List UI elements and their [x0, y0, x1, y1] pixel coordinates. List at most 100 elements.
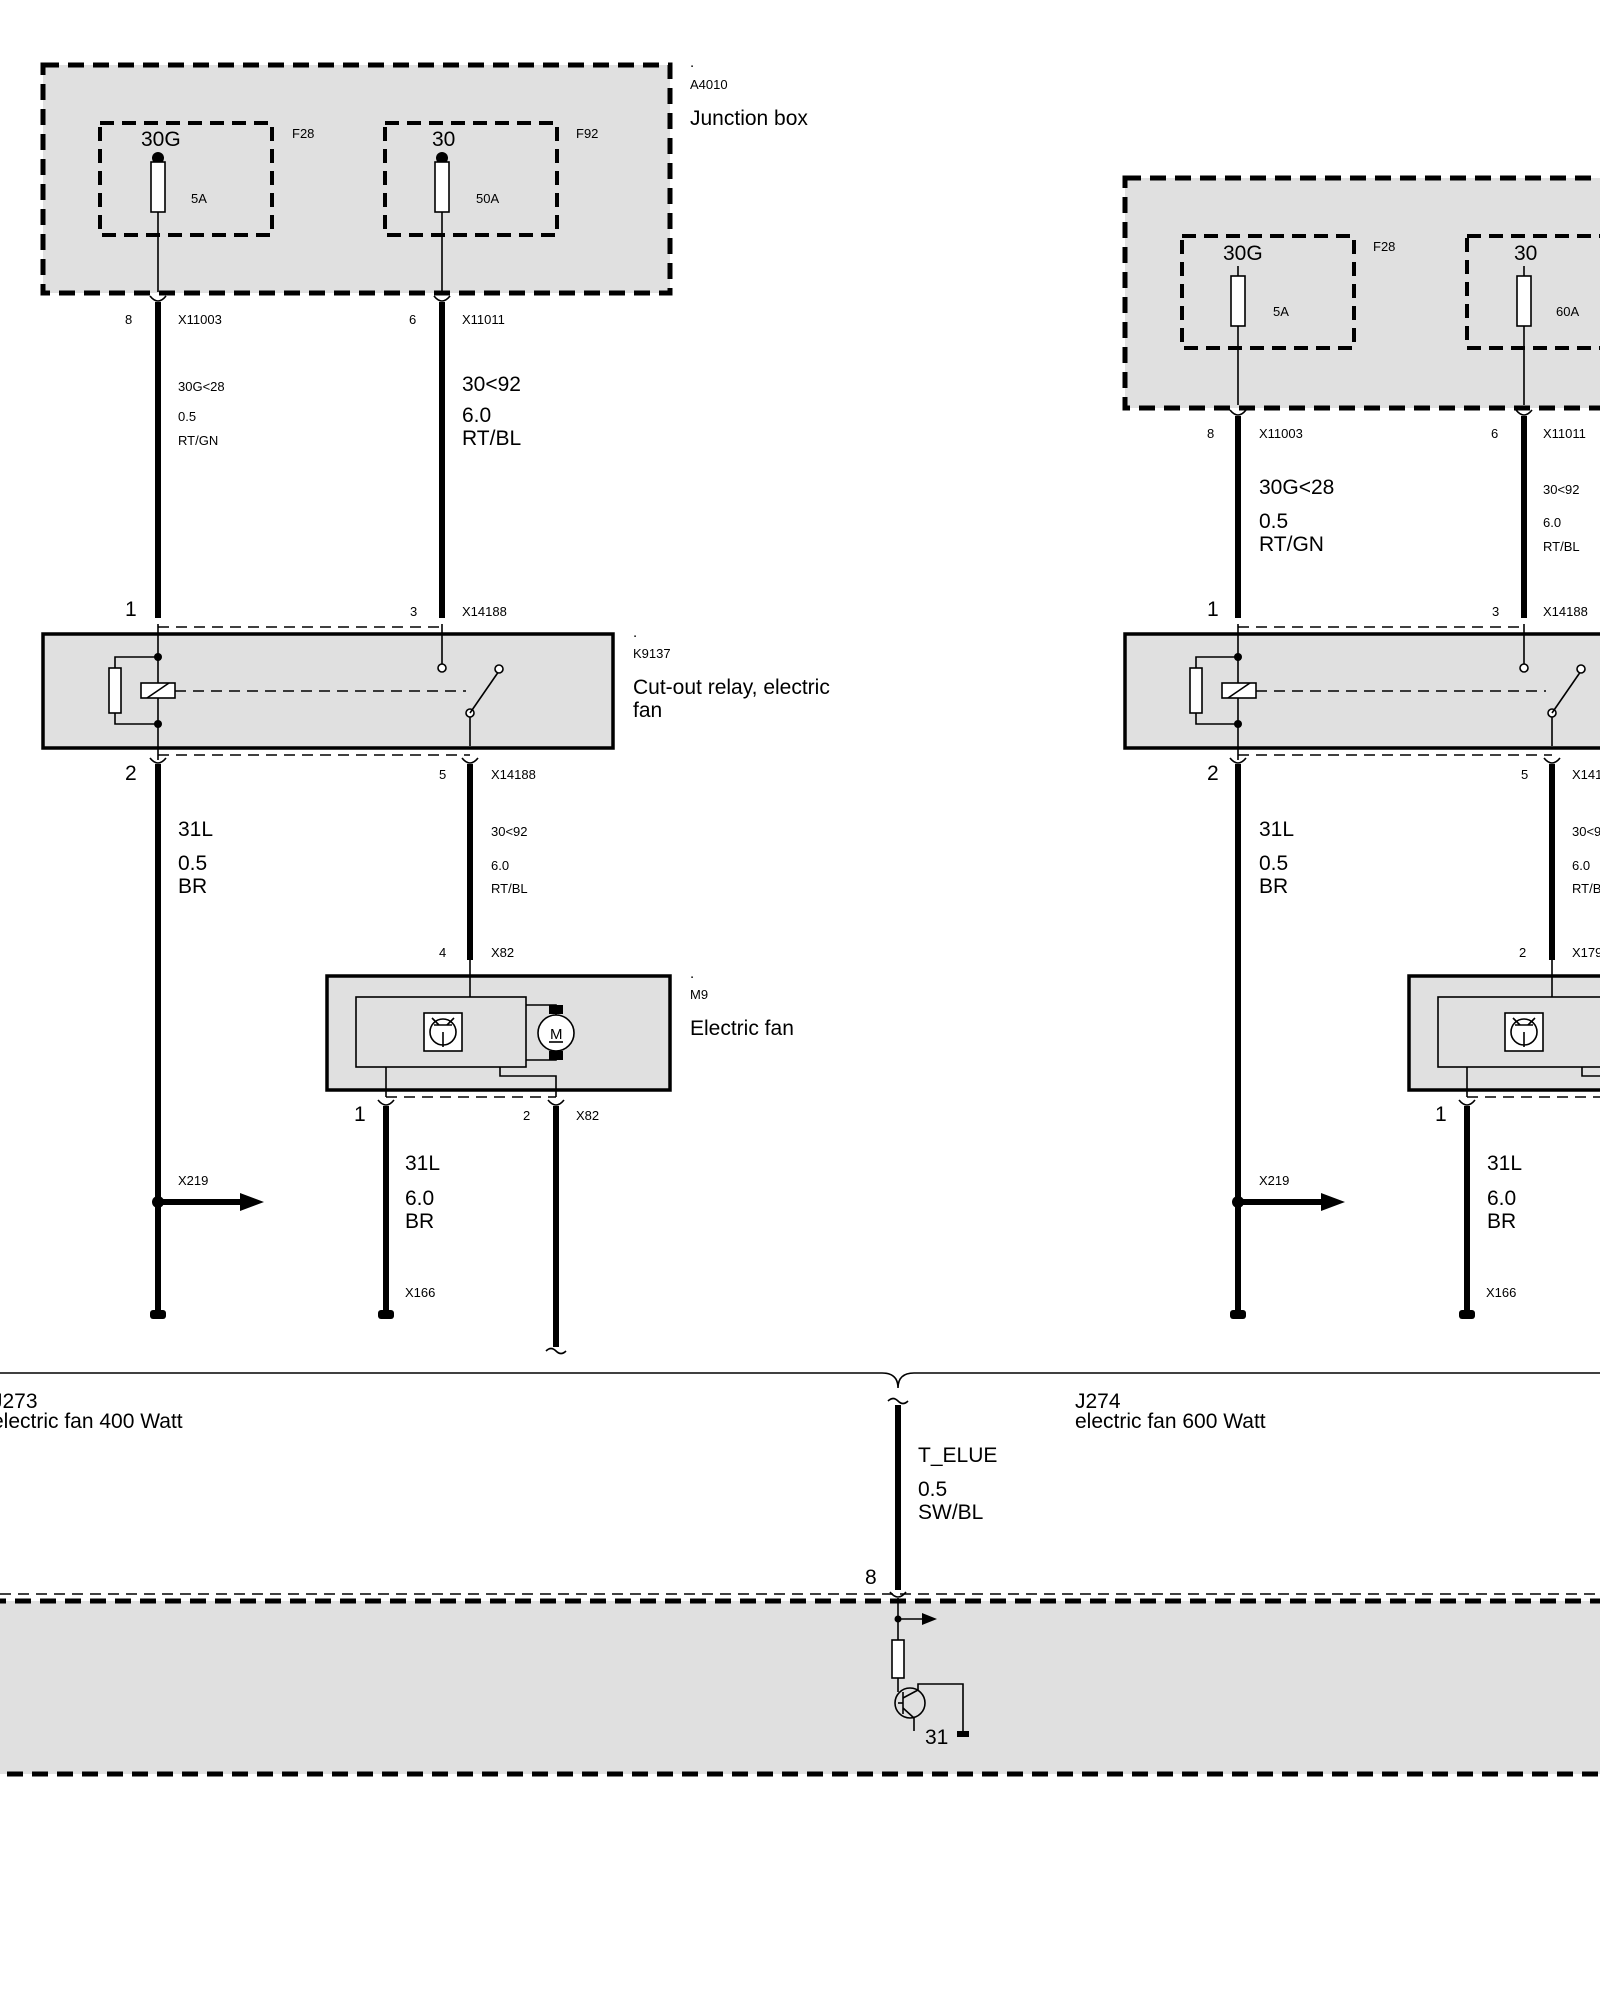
variant-left-id: J273 — [0, 1390, 38, 1413]
svg-text:30<92: 30<92 — [462, 373, 521, 396]
wire1-label: 30G<28 0.5 RT/GN — [178, 379, 225, 448]
relay-switch — [469, 670, 500, 714]
svg-text:31L: 31L — [1487, 1152, 1522, 1175]
svg-text:0.5: 0.5 — [178, 409, 196, 424]
svg-text:0.5: 0.5 — [918, 1478, 947, 1501]
fuse1-terminal: 30G — [141, 128, 181, 151]
svg-text:BR: BR — [1487, 1210, 1516, 1233]
wire2-label: 30<92 6.0 RT/BL — [462, 373, 521, 450]
fan-pin2: 2 — [523, 1108, 530, 1123]
fuse2-symbol — [434, 161, 450, 213]
control-pin: 8 — [865, 1566, 877, 1589]
svg-text:31L: 31L — [405, 1152, 440, 1175]
relay-pin3: 3 — [410, 604, 417, 619]
ground-x219: X219 — [150, 1173, 264, 1319]
fuse-symbol — [1516, 275, 1532, 327]
svg-text:31L: 31L — [178, 818, 213, 841]
svg-text:30: 30 — [1514, 242, 1537, 265]
electric-fan-m9: 4 X82 . M9 Electric fan M — [325, 945, 794, 1126]
svg-text:1: 1 — [1435, 1103, 1447, 1126]
svg-text:0.5: 0.5 — [178, 852, 207, 875]
svg-text:6.0: 6.0 — [1572, 858, 1590, 873]
junction-id: A4010 — [690, 77, 728, 92]
fuse2-rating: 50A — [476, 191, 499, 206]
svg-text:6.0: 6.0 — [1487, 1187, 1516, 1210]
svg-text:0.5: 0.5 — [1259, 510, 1288, 533]
svg-text:2: 2 — [1519, 945, 1526, 960]
svg-text:X179: X179 — [1572, 945, 1600, 960]
svg-text:60A: 60A — [1556, 304, 1579, 319]
svg-text:BR: BR — [1259, 875, 1288, 898]
wire5-label: 31L 6.0 BR — [405, 1152, 440, 1233]
ground1-id: X219 — [178, 1173, 208, 1188]
svg-text:RT/BL: RT/BL — [491, 881, 528, 896]
conn1-id: X11003 — [178, 312, 222, 327]
arrow-right-icon — [922, 1613, 937, 1625]
svg-text:RT/BL: RT/BL — [1543, 539, 1580, 554]
svg-text:RT/GN: RT/GN — [1259, 533, 1324, 556]
fuse1-rating: 5A — [191, 191, 207, 206]
svg-text:6: 6 — [1491, 426, 1498, 441]
svg-text:RT/GN: RT/GN — [178, 433, 218, 448]
ground-icon — [1459, 1310, 1475, 1319]
svg-text:fan: fan — [633, 699, 662, 722]
svg-text:6.0: 6.0 — [491, 858, 509, 873]
relay-name: Cut-out relay, electric — [633, 676, 830, 699]
svg-text:31L: 31L — [1259, 818, 1294, 841]
svg-text:30<92: 30<92 — [1543, 482, 1580, 497]
control-wire-label: T_ELUE 0.5 SW/BL — [918, 1444, 997, 1524]
wire4-label-right: 30<9 6.0 RT/B — [1572, 824, 1600, 896]
ground-x219-right: X219 — [1230, 1173, 1345, 1319]
relay-pin2: 2 — [125, 762, 137, 785]
ground-icon — [1230, 1310, 1246, 1319]
resistor-icon — [891, 1639, 905, 1679]
arrow-right-icon — [1321, 1193, 1345, 1211]
ground-x166: X166 — [378, 1285, 435, 1319]
variant-bracket: J273 electric fan 400 Watt J274 electric… — [0, 1372, 1600, 1433]
fuse-right-2: 30 60A — [1514, 242, 1579, 405]
ground-icon — [957, 1731, 969, 1737]
relay-id: K9137 — [633, 646, 671, 661]
motor-icon — [537, 1014, 575, 1052]
variant-left-desc: electric fan 400 Watt — [0, 1410, 183, 1433]
relay-conn-bottom: X14188 — [491, 767, 536, 782]
svg-text:30G<28: 30G<28 — [178, 379, 225, 394]
svg-text:2: 2 — [1207, 762, 1219, 785]
svg-text:X219: X219 — [1259, 1173, 1289, 1188]
wire3-label: 31L 0.5 BR — [178, 818, 213, 898]
fuse2-ref: F92 — [576, 126, 598, 141]
conn2-id: X11011 — [462, 312, 505, 327]
fan-controller — [355, 996, 527, 1068]
fuse-f28-right: 30G F28 5A — [1223, 239, 1395, 405]
wire5-label-right: 31L 6.0 BR — [1487, 1152, 1522, 1233]
svg-text:6.0: 6.0 — [462, 404, 491, 427]
ground-icon — [150, 1310, 166, 1319]
wire3-label-right: 31L 0.5 BR — [1259, 818, 1294, 898]
ground-x166-right: X166 — [1459, 1285, 1516, 1319]
wire2-label-right: 30<92 6.0 RT/BL — [1543, 482, 1580, 554]
svg-text:.: . — [690, 965, 694, 982]
electric-fan-right: 2 X179 1 — [1407, 945, 1600, 1126]
ground-icon — [378, 1310, 394, 1319]
control-ground-terminal: 31 — [925, 1726, 948, 1749]
relay-pin1: 1 — [125, 598, 137, 621]
svg-text:BR: BR — [178, 875, 207, 898]
svg-text:6.0: 6.0 — [405, 1187, 434, 1210]
control-unit-box — [0, 1598, 1600, 1777]
fuse2-terminal: 30 — [432, 128, 455, 151]
junction-dot: . — [690, 54, 694, 71]
conn1-pin: 8 — [125, 312, 132, 327]
junction-name: Junction box — [690, 107, 808, 130]
svg-text:30G: 30G — [1223, 242, 1263, 265]
svg-text:X14188: X14188 — [1543, 604, 1588, 619]
svg-text:BR: BR — [405, 1210, 434, 1233]
fan-conn-out: X82 — [576, 1108, 599, 1123]
fan-pin1: 1 — [354, 1103, 366, 1126]
svg-text:1: 1 — [1207, 598, 1219, 621]
svg-text:30<9: 30<9 — [1572, 824, 1600, 839]
fan-id: M9 — [690, 987, 708, 1002]
svg-text:X11003: X11003 — [1259, 426, 1303, 441]
svg-text:8: 8 — [1207, 426, 1214, 441]
svg-text:X141: X141 — [1572, 767, 1600, 782]
